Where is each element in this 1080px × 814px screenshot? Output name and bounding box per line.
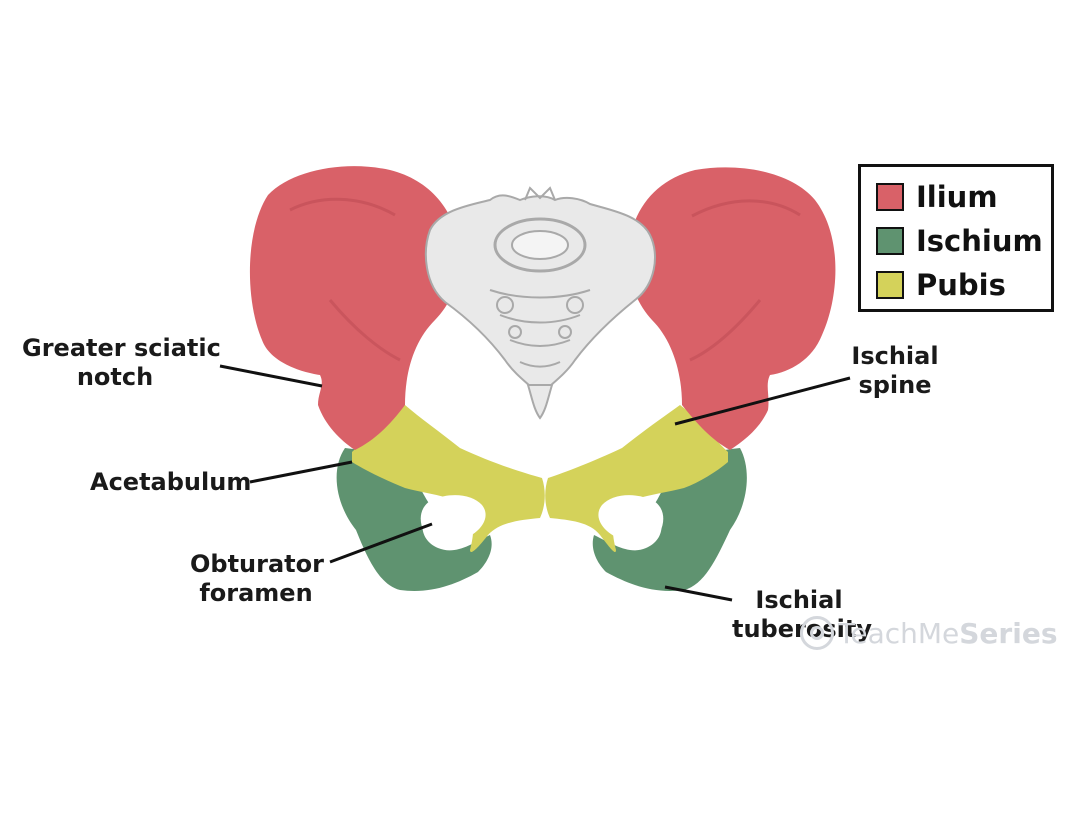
legend-label-ilium: Ilium <box>916 180 998 214</box>
right-obturator-foramen <box>598 495 664 543</box>
legend-label-pubis: Pubis <box>916 268 1006 302</box>
sacrum <box>424 186 656 420</box>
left-obturator-foramen <box>420 495 486 543</box>
legend-item-pubis: Pubis <box>876 267 1006 303</box>
leader-greater-sciatic-notch <box>219 364 323 388</box>
legend-item-ischium: Ischium <box>876 223 1043 259</box>
legend-label-ischium: Ischium <box>916 224 1043 258</box>
label-greater-sciatic-notch: Greater sciatic notch <box>22 334 221 391</box>
right-pubis <box>545 405 728 553</box>
leader-acetabulum <box>249 460 353 484</box>
leader-obturator-foramen <box>329 522 433 564</box>
label-ischial-spine: Ischial spine <box>851 342 939 399</box>
right-hip-bone <box>545 167 836 591</box>
label-acetabulum: Acetabulum <box>90 468 252 496</box>
legend-swatch-ischium <box>876 227 904 255</box>
right-ischium <box>592 448 747 591</box>
legend-swatch-ilium <box>876 183 904 211</box>
logo-icon <box>800 616 834 650</box>
left-ilium <box>249 166 461 450</box>
watermark-bold: Series <box>959 616 1058 650</box>
legend-item-ilium: Ilium <box>876 179 998 215</box>
leader-ischial-tuberosity <box>664 585 733 602</box>
watermark-light: TeachMe <box>838 616 960 650</box>
coccyx <box>526 384 554 420</box>
leader-lines <box>219 364 851 602</box>
left-ischium <box>336 448 492 591</box>
label-obturator-foramen: Obturator foramen <box>190 550 324 607</box>
right-ilium <box>627 167 836 451</box>
leader-ischial-spine <box>674 376 851 426</box>
legend-swatch-pubis <box>876 271 904 299</box>
left-pubis <box>352 405 545 553</box>
legend: Ilium Ischium Pubis <box>858 164 1054 312</box>
left-hip-bone <box>249 166 545 591</box>
